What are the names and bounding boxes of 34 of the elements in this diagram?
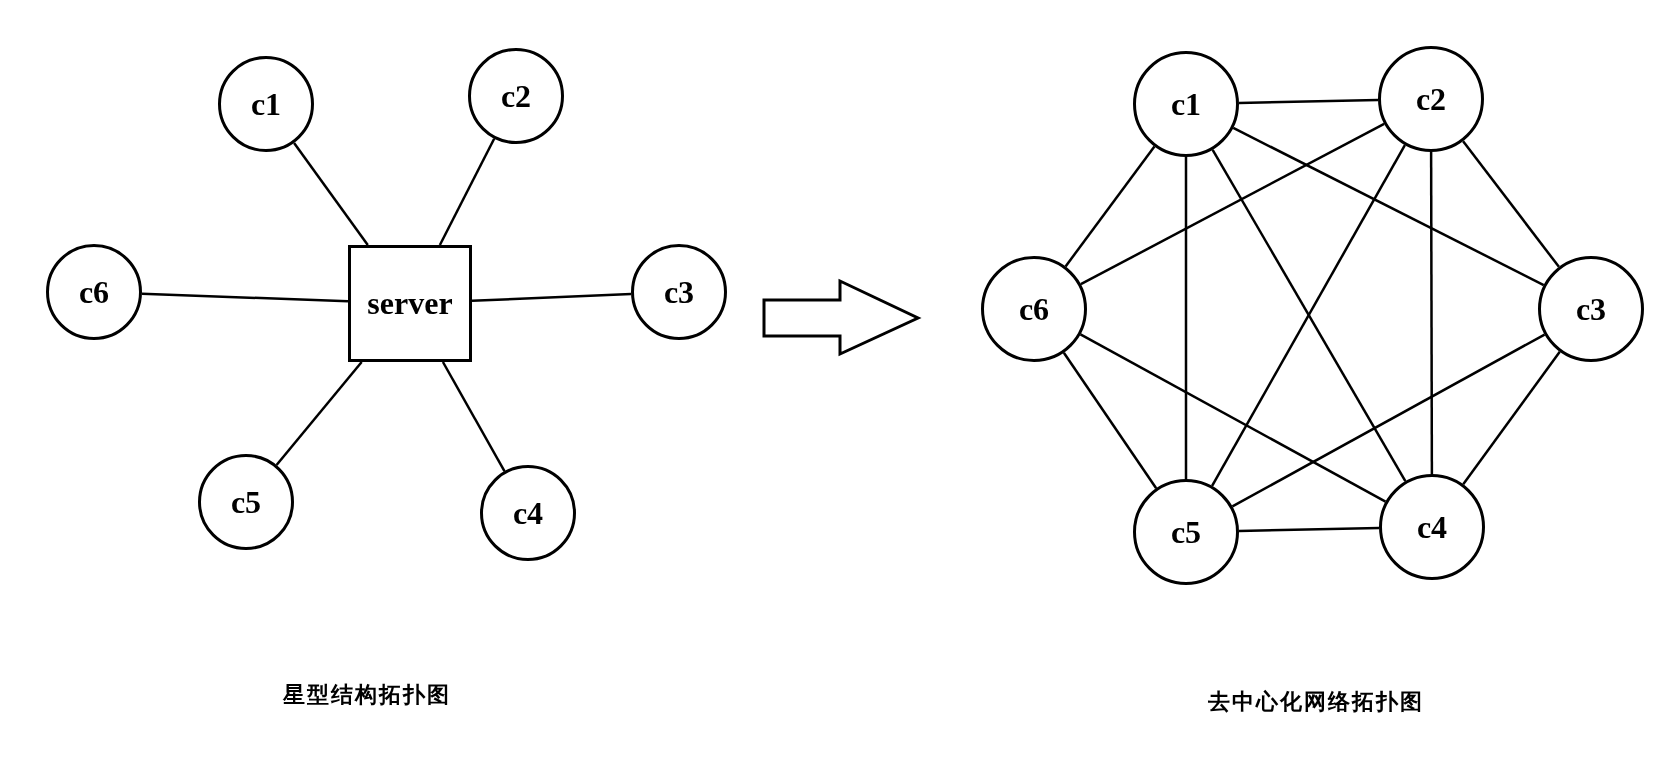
connection-line [1462, 140, 1560, 268]
diagram-caption: 星型结构拓扑图 [283, 681, 451, 709]
connection-line [275, 361, 363, 466]
connection-line [1238, 526, 1380, 533]
diagram-caption: 去中心化网络拓扑图 [1208, 688, 1424, 716]
node-label: c4 [1416, 508, 1448, 546]
node-label: c2 [500, 77, 532, 115]
connection-line [1429, 152, 1434, 474]
connection-line [1238, 98, 1379, 105]
connection-line [1080, 122, 1385, 286]
node-label: c4 [512, 494, 544, 532]
node-label: c2 [1415, 80, 1447, 118]
node-label: c3 [663, 273, 695, 311]
node-label: c1 [1170, 85, 1202, 123]
node-label: c5 [230, 483, 262, 521]
node-label: c6 [78, 273, 110, 311]
connection-line [438, 138, 496, 246]
connection-line [1462, 351, 1561, 485]
connection-line [1184, 157, 1188, 479]
node-label: server [367, 285, 453, 322]
connection-line [471, 292, 632, 303]
connection-line [293, 142, 369, 246]
connection-line [1079, 333, 1387, 503]
node-label: c1 [250, 85, 282, 123]
connection-line [1231, 333, 1546, 508]
node-label: c5 [1170, 513, 1202, 551]
connection-line [1062, 352, 1158, 489]
node-label: c6 [1018, 290, 1050, 328]
connection-line [1232, 126, 1545, 287]
connection-line [441, 361, 506, 472]
connection-line [141, 292, 349, 303]
server-box [348, 245, 472, 362]
node-label: c3 [1575, 290, 1607, 328]
connection-line [1064, 145, 1156, 268]
